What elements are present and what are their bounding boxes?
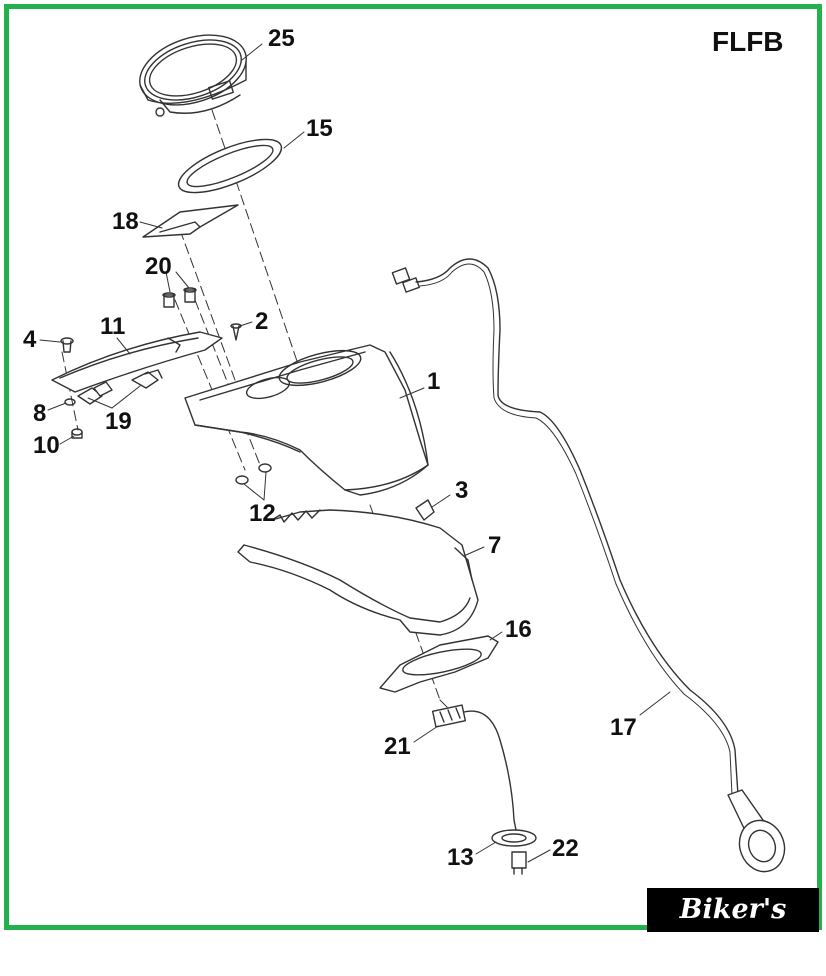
- callout-8: 8: [33, 400, 47, 427]
- callout-22: 22: [552, 835, 579, 862]
- part-22-plug: [511, 851, 527, 875]
- part-4-screw: [60, 337, 74, 353]
- part-21-connector: [431, 704, 517, 831]
- brand-watermark: Biker's Store: [647, 888, 819, 969]
- part-3-clip: [415, 499, 435, 521]
- part-16-base-plate: [379, 635, 499, 693]
- callout-13: 13: [447, 844, 474, 871]
- part-18-bracket: [142, 204, 239, 238]
- part-13-grommet: [491, 829, 537, 847]
- part-15-gasket: [177, 138, 283, 194]
- callout-1: 1: [427, 368, 441, 395]
- part-8-nut: [64, 398, 76, 406]
- callout-15: 15: [306, 115, 333, 142]
- part-7-trim-seal: [237, 509, 479, 636]
- part-25-speedometer: [139, 34, 247, 117]
- part-17-wiring-harness: [391, 258, 786, 873]
- callout-16: 16: [505, 616, 532, 643]
- callout-18: 18: [112, 208, 139, 235]
- callout-10: 10: [33, 432, 60, 459]
- part-20-studs: [162, 287, 197, 308]
- callout-21: 21: [384, 733, 411, 760]
- callout-3: 3: [455, 477, 469, 504]
- part-12-grommets: [235, 463, 272, 485]
- callout-17: 17: [610, 714, 637, 741]
- callout-7: 7: [488, 532, 502, 559]
- exploded-parts-drawing: [39, 34, 786, 875]
- callout-20: 20: [145, 253, 172, 280]
- callout-4: 4: [23, 326, 37, 353]
- callout-19: 19: [105, 408, 132, 435]
- callout-25: 25: [268, 25, 295, 52]
- callout-12: 12: [249, 500, 276, 527]
- callout-leader-lines: [39, 43, 671, 863]
- part-11-trim-panel: [51, 331, 223, 393]
- part-10-nut: [71, 428, 83, 439]
- part-2-screw: [230, 323, 242, 341]
- part-1-console: [184, 344, 429, 496]
- model-code-label: FLFB: [712, 26, 784, 57]
- callout-11: 11: [100, 313, 126, 340]
- part-19-clips: [77, 369, 163, 405]
- callout-2: 2: [255, 308, 269, 335]
